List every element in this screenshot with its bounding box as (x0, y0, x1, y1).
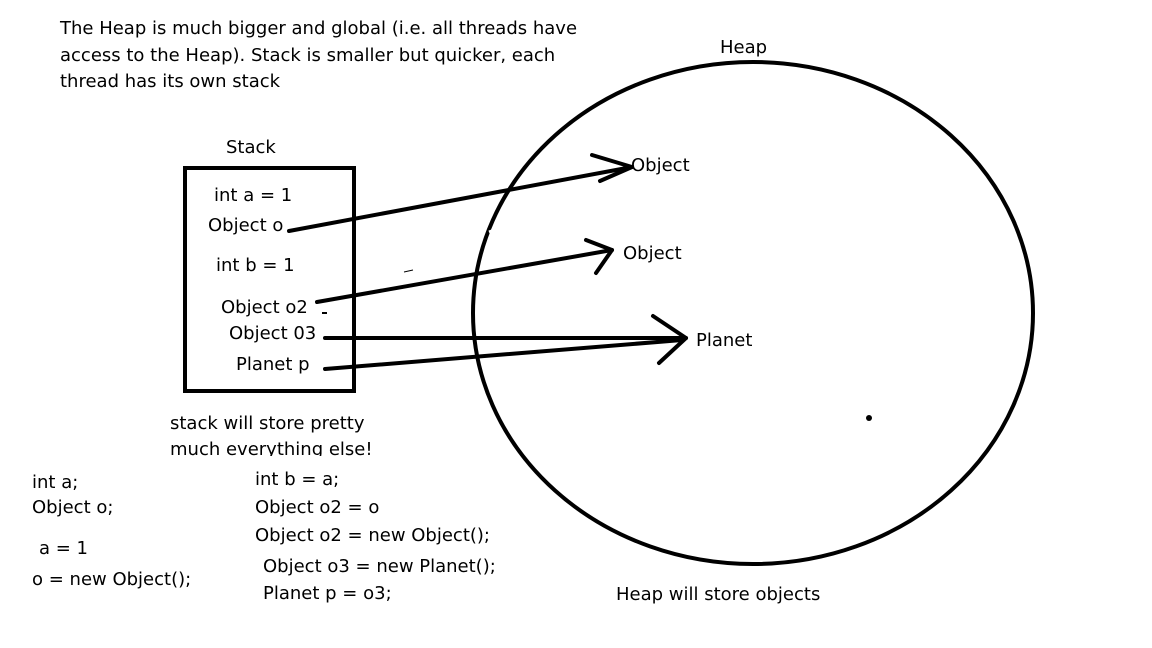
heap-note: Heap will store objects (616, 584, 821, 605)
arrow-object-03 (323, 314, 688, 365)
stack-title: Stack (226, 137, 276, 158)
eraser-marks (488, 184, 612, 234)
code-mid-line-5: Planet p = o3; (263, 583, 392, 604)
stack-entry-object-o2: Object o2 (221, 297, 308, 318)
intro-line-3: thread has its own stack (60, 71, 281, 92)
stack-entry-planet-p: Planet p (236, 354, 310, 375)
code-mid-line-2: Object o2 = o (255, 497, 380, 518)
arrow-object-o2 (315, 238, 614, 304)
heap-planet-label: Planet (696, 330, 753, 351)
code-mid-line-1: int b = a; (255, 469, 340, 490)
heap-object-label-2: Object (623, 243, 682, 264)
stack-entry-object-03: Object 03 (229, 323, 317, 344)
intro-paragraph: The Heap is much bigger and global (i.e.… (60, 16, 600, 96)
heap-object-label-1: Object (631, 155, 690, 176)
intro-line-2: access to the Heap). Stack is smaller bu… (60, 44, 556, 66)
heap-title: Heap (720, 37, 768, 58)
code-left-line-4: o = new Object(); (32, 569, 192, 590)
stack-note-line-2: much everything else! (170, 439, 373, 456)
code-mid-line-4: Object o3 = new Planet(); (263, 556, 496, 577)
intro-line-1: The Heap is much bigger and global (i.e.… (60, 18, 578, 39)
code-left-line-2: Object o; (32, 497, 114, 518)
code-left-line-3: a = 1 (39, 538, 89, 559)
heap-ellipse (471, 60, 1035, 566)
stray-dot (866, 415, 872, 421)
stack-entry-object-o: Object o (208, 215, 284, 236)
arrow-object-o (287, 153, 634, 233)
code-left-line-1: int a; (32, 472, 79, 493)
stack-entry-int-b: int b = 1 (216, 255, 295, 276)
stack-note: stack will store pretty much everything … (170, 411, 373, 456)
stack-entry-int-a: int a = 1 (214, 185, 293, 206)
stack-box (183, 166, 356, 393)
code-mid-line-3: Object o2 = new Object(); (255, 525, 490, 546)
arrow-planet-p (323, 338, 684, 371)
stack-note-line-1: stack will store pretty (170, 413, 365, 434)
stray-dash (403, 269, 414, 273)
